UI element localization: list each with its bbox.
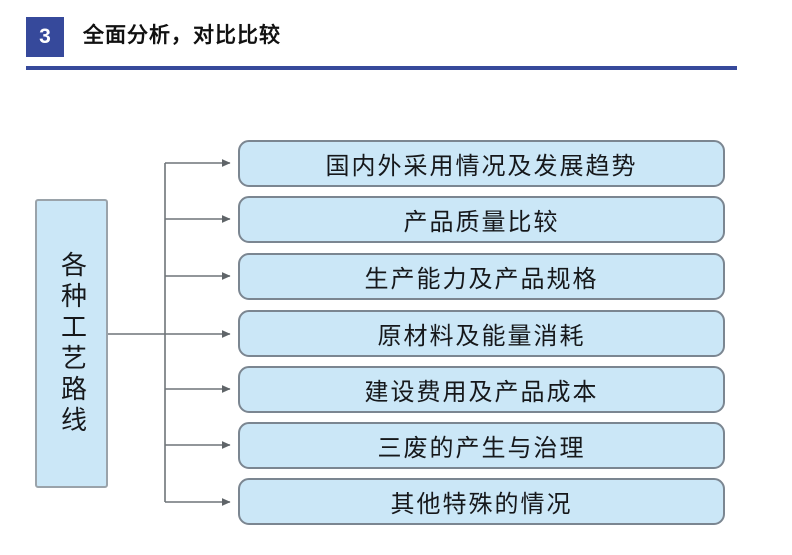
- branch-node-4[interactable]: 原材料及能量消耗: [238, 310, 725, 357]
- branch-node-7[interactable]: 其他特殊的情况: [238, 478, 725, 525]
- branch-node-6[interactable]: 三废的产生与治理: [238, 422, 725, 469]
- branch-node-7-label: 其他特殊的情况: [390, 490, 573, 518]
- branch-node-5[interactable]: 建设费用及产品成本: [238, 366, 725, 413]
- root-node-process-routes[interactable]: 各种工艺路线: [35, 199, 108, 488]
- branch-node-5-label: 建设费用及产品成本: [364, 378, 599, 406]
- branch-node-2-label: 产品质量比较: [403, 208, 560, 236]
- branch-node-4-label: 原材料及能量消耗: [377, 322, 586, 350]
- header-divider: [26, 66, 737, 70]
- branch-node-1-label: 国内外采用情况及发展趋势: [325, 152, 638, 180]
- branch-node-2[interactable]: 产品质量比较: [238, 196, 725, 243]
- step-number-badge: 3: [26, 17, 64, 57]
- page-title: 全面分析，对比比较: [83, 23, 281, 47]
- branch-node-3[interactable]: 生产能力及产品规格: [238, 253, 725, 300]
- branch-node-3-label: 生产能力及产品规格: [364, 265, 599, 293]
- branch-node-6-label: 三废的产生与治理: [377, 434, 586, 462]
- branch-node-1[interactable]: 国内外采用情况及发展趋势: [238, 140, 725, 187]
- process-comparison-diagram: 各种工艺路线 国内外采用情况及发展趋势 产品质量比较 生产能力及产品规格 原材料…: [0, 78, 792, 555]
- root-node-label: 各种工艺路线: [56, 250, 87, 437]
- slide-header: 3 全面分析，对比比较: [0, 0, 792, 78]
- connector-lines: [108, 159, 231, 506]
